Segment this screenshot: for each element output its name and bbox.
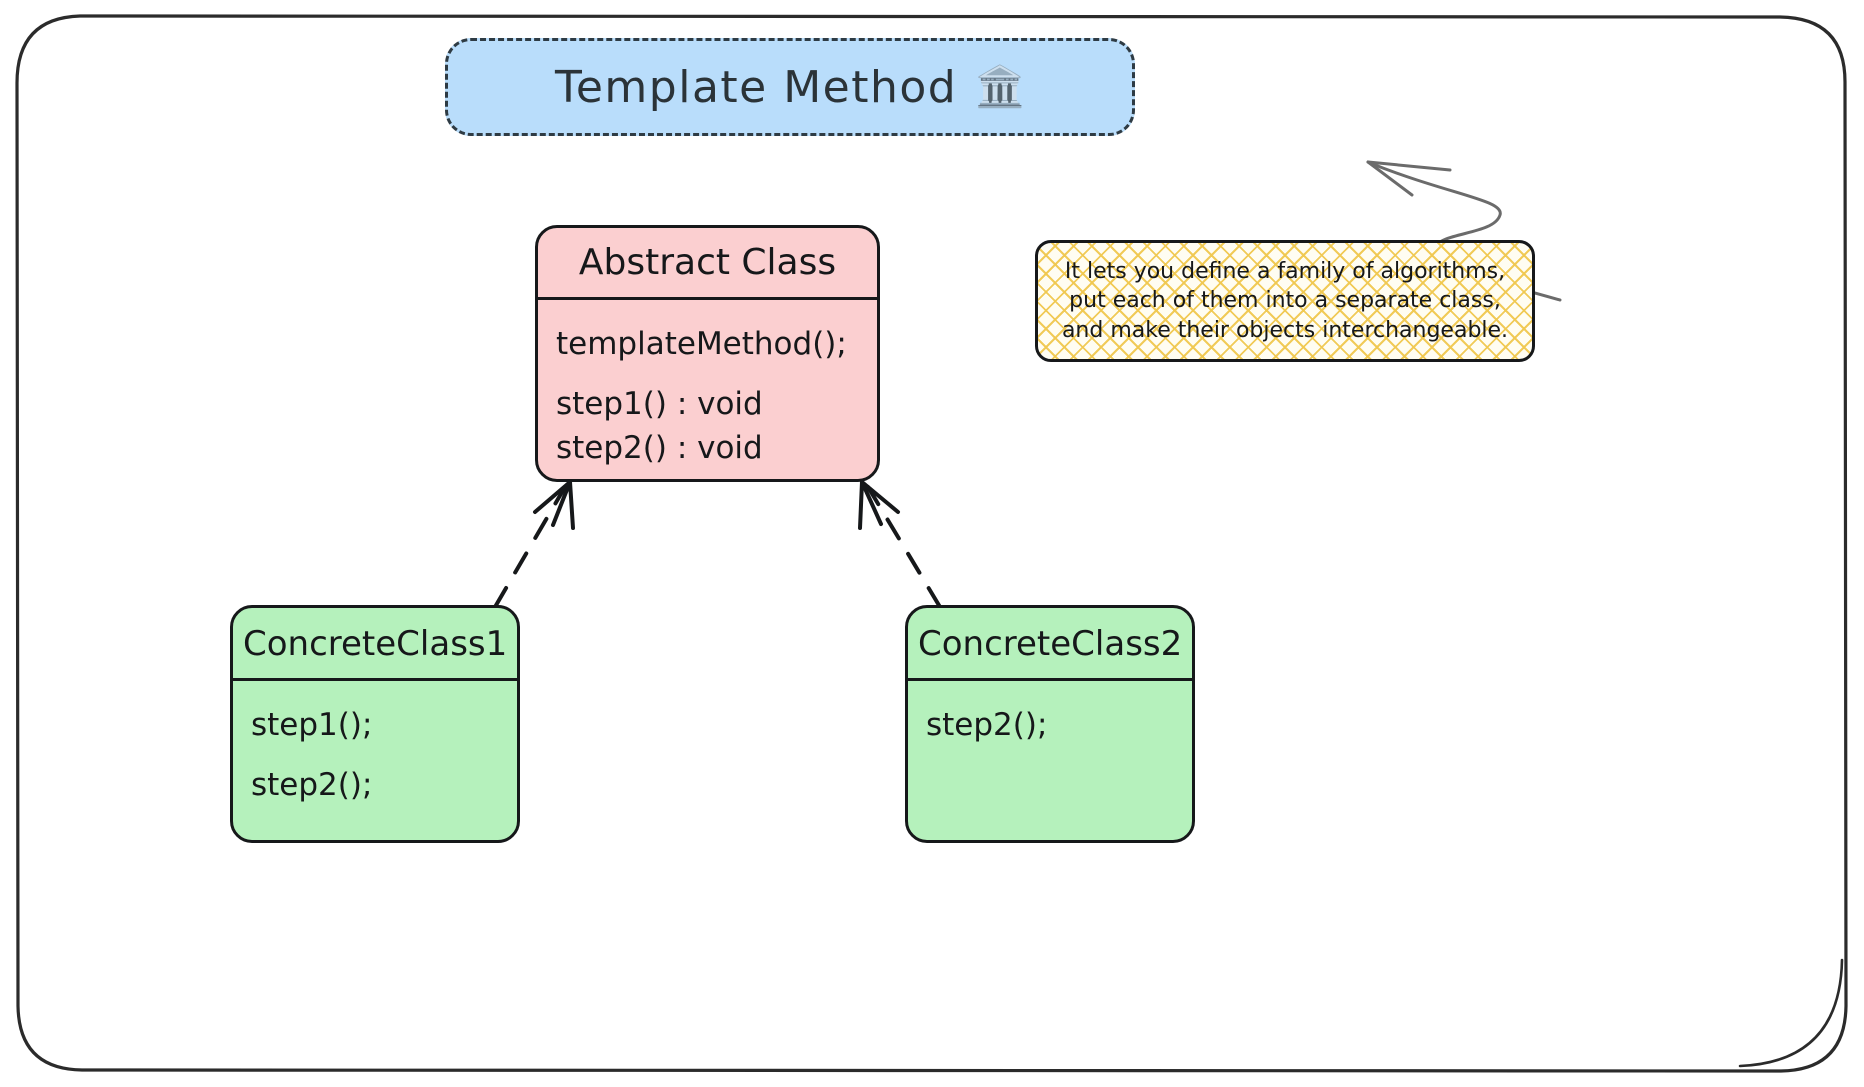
diagram-frame xyxy=(15,14,1848,1073)
class-members: step2(); xyxy=(908,681,1192,840)
class-member: templateMethod(); xyxy=(556,326,847,362)
note-line: put each of them into a separate class, xyxy=(1069,288,1501,314)
class-title: Abstract Class xyxy=(538,228,877,300)
note-text: It lets you define a family of algorithm… xyxy=(1062,257,1508,345)
class-box-abstract-class[interactable]: Abstract Class templateMethod(); step1()… xyxy=(535,225,880,482)
connector-realization-right xyxy=(858,480,942,609)
class-box-concrete-class-1[interactable]: ConcreteClass1 step1(); step2(); xyxy=(230,605,520,843)
connector-realization-left xyxy=(493,480,575,609)
note-line: and make their objects interchangeable. xyxy=(1061,317,1509,343)
class-member: step2() : void xyxy=(556,430,763,467)
class-members: step1(); step2(); xyxy=(233,681,517,840)
class-member: step2(); xyxy=(926,707,1048,743)
class-member: step1(); xyxy=(251,707,373,743)
note-callout: It lets you define a family of algorithm… xyxy=(1035,240,1535,362)
page-title: Template Method xyxy=(554,61,958,113)
classical-building-icon: 🏛️ xyxy=(975,64,1026,110)
note-line: It lets you define a family of algorithm… xyxy=(1064,258,1506,284)
class-title: ConcreteClass1 xyxy=(233,608,517,681)
class-member: step1() : void xyxy=(556,386,763,423)
diagram-title-chip: Template Method 🏛️ xyxy=(445,38,1135,136)
class-members: templateMethod(); step1() : void step2()… xyxy=(538,300,877,479)
class-member: step2(); xyxy=(251,767,373,804)
class-box-concrete-class-2[interactable]: ConcreteClass2 step2(); xyxy=(905,605,1195,843)
class-title: ConcreteClass2 xyxy=(908,608,1192,681)
